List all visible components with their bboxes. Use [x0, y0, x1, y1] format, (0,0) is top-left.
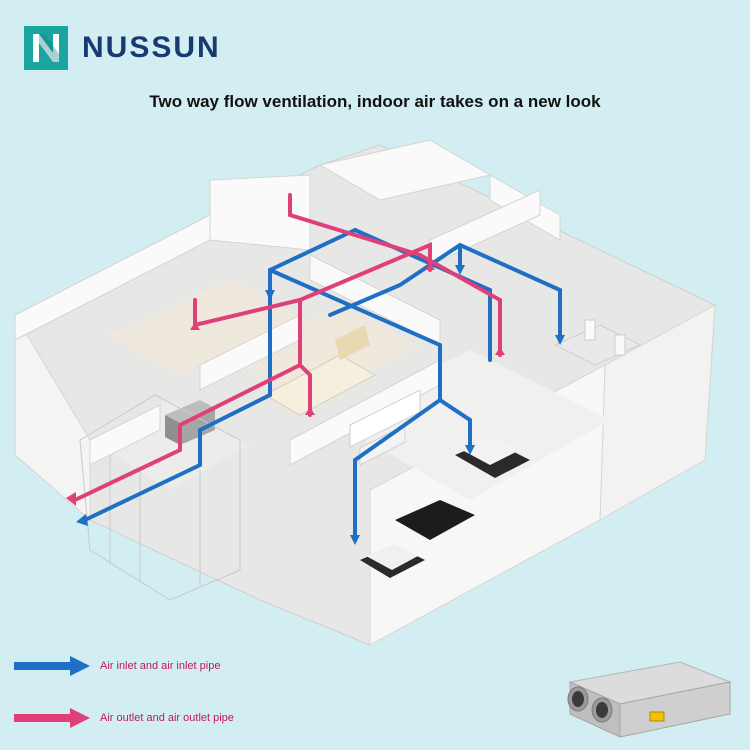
brand-name: NUSSUN	[82, 31, 221, 64]
wall-divider-d	[89, 404, 161, 466]
brand: NUSSUN	[24, 26, 221, 70]
outlet-arrow-heads	[66, 262, 505, 506]
sofa-main	[455, 437, 530, 478]
inlet-arrow-heads	[76, 265, 565, 545]
outer-wall-left	[14, 313, 91, 522]
pink-arrow-icon	[14, 708, 90, 728]
bedroom-floor-left	[110, 280, 300, 375]
floorplan-illustration	[14, 139, 716, 646]
ventilation-unit-product-image	[567, 661, 732, 738]
legend-item-inlet: Air inlet and air inlet pipe	[14, 655, 234, 677]
legend-label-outlet: Air outlet and air outlet pipe	[100, 712, 234, 724]
blue-arrow-icon	[14, 656, 90, 676]
sofa-lower	[360, 544, 425, 578]
balcony-railing	[79, 394, 241, 601]
wall-top-center	[209, 174, 311, 251]
legend: Air inlet and air inlet pipe Air outlet …	[14, 655, 234, 750]
coffee-table	[395, 500, 475, 540]
ventilation-unit-box	[165, 400, 215, 445]
dining-table	[553, 319, 642, 366]
nussun-logo-icon	[24, 26, 68, 70]
bed	[263, 325, 377, 416]
legend-item-outlet: Air outlet and air outlet pipe	[14, 707, 234, 729]
headline: Two way flow ventilation, indoor air tak…	[149, 92, 601, 111]
legend-label-inlet: Air inlet and air inlet pipe	[100, 660, 221, 672]
